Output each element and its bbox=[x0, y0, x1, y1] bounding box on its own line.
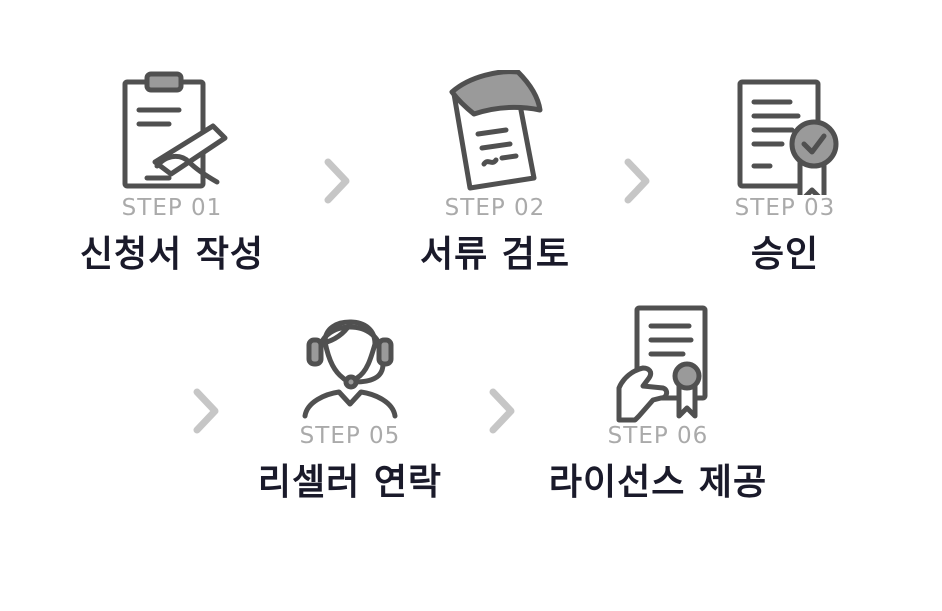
step-01: STEP 01 신청서 작성 bbox=[42, 70, 302, 277]
step-02: STEP 02 서류 검토 bbox=[365, 70, 625, 277]
clipboard-pen-icon bbox=[122, 71, 228, 189]
step-title: 승인 bbox=[750, 234, 820, 275]
chevron-right-icon bbox=[193, 388, 219, 434]
step-06: STEP 06 라이선스 제공 bbox=[528, 298, 788, 505]
step-label: STEP 02 bbox=[444, 195, 546, 221]
step-title: 라이선스 제공 bbox=[548, 462, 768, 503]
license-certificate-icon bbox=[616, 305, 708, 423]
certificate-approved-icon bbox=[737, 79, 839, 195]
step-label: STEP 03 bbox=[734, 195, 836, 221]
chevron-right-icon bbox=[489, 388, 515, 434]
chevron-right-icon bbox=[624, 158, 650, 204]
step-03: STEP 03 승인 bbox=[655, 70, 915, 277]
step-05: STEP 05 리셀러 연락 bbox=[220, 298, 480, 505]
step-label: STEP 01 bbox=[121, 195, 223, 221]
step-title: 신청서 작성 bbox=[79, 234, 265, 275]
step-label: STEP 06 bbox=[607, 423, 709, 449]
step-title: 서류 검토 bbox=[419, 234, 570, 275]
chevron-right-icon bbox=[324, 158, 350, 204]
step-title: 리셀러 연락 bbox=[257, 462, 443, 503]
step-label: STEP 05 bbox=[299, 423, 401, 449]
headset-agent-icon bbox=[302, 319, 398, 419]
document-review-icon bbox=[449, 70, 543, 191]
